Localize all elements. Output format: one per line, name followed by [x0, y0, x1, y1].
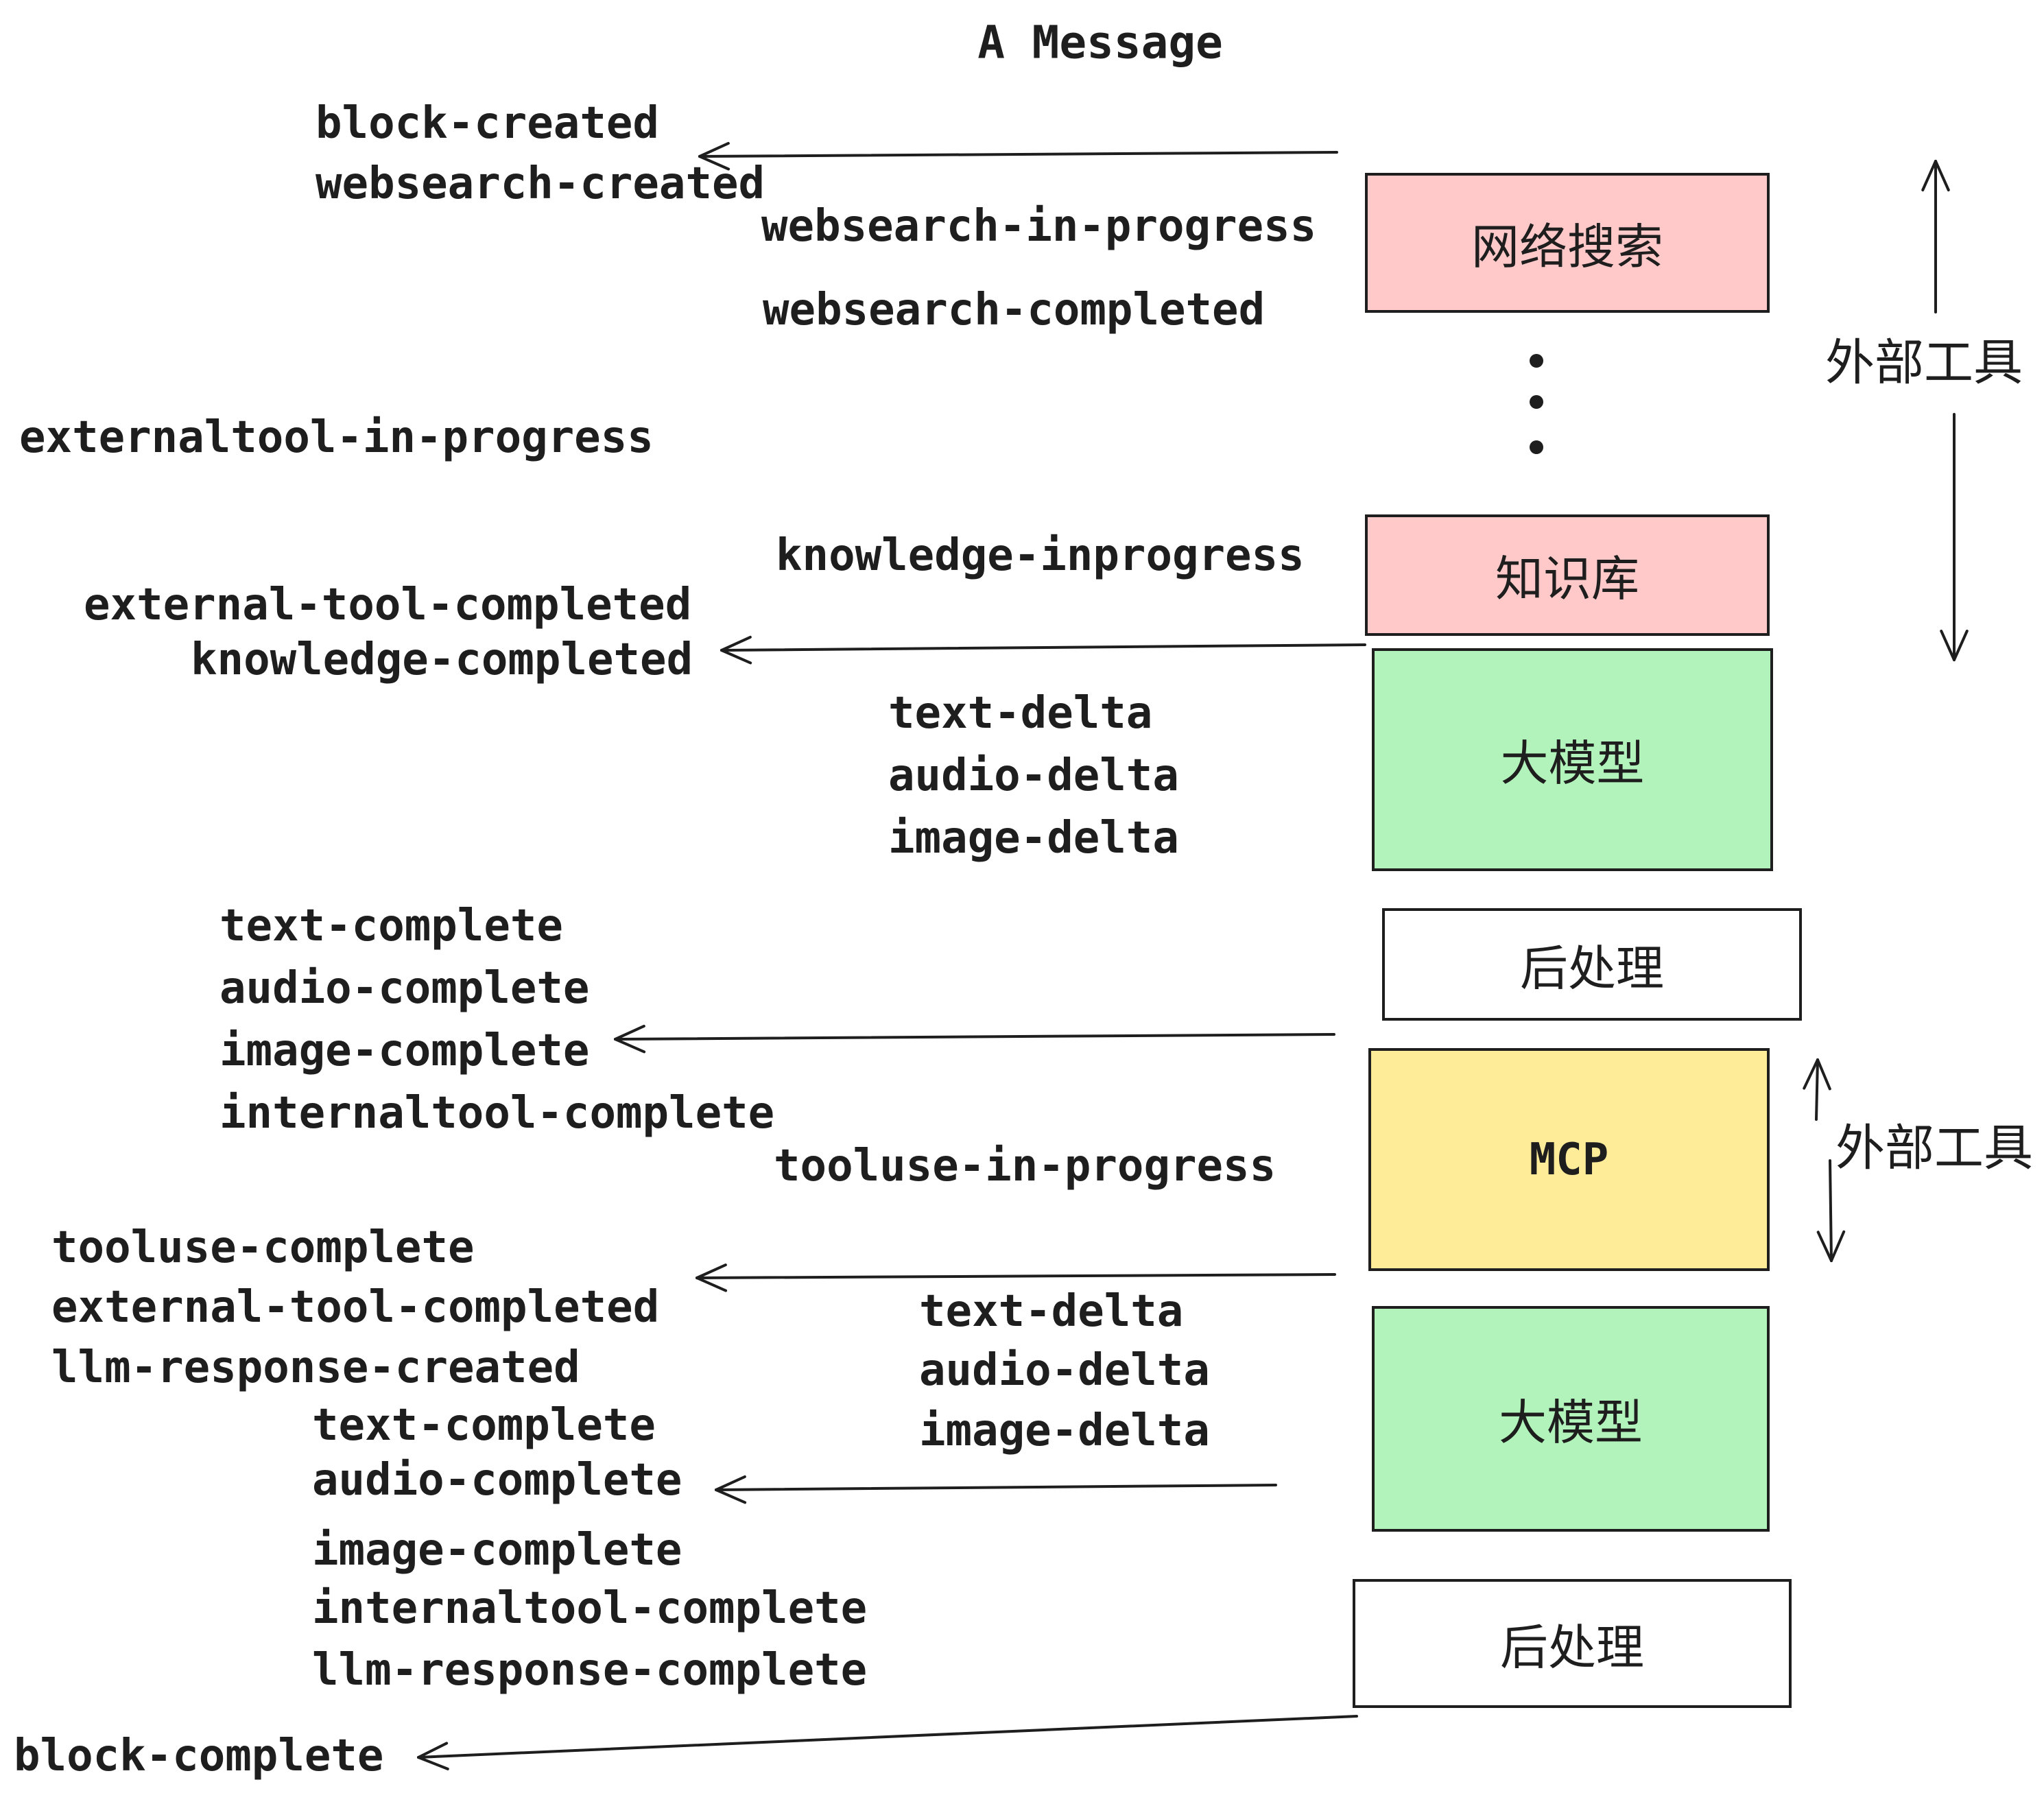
box-postprocess-1: 后处理: [1382, 908, 1802, 1021]
ellipsis-dot-1: [1530, 354, 1543, 368]
event-text-complete: text-complete: [312, 1400, 656, 1451]
event-image-delta: image-delta: [919, 1405, 1210, 1456]
arrow-knowledge-completed: [720, 635, 1366, 665]
event-block-created: block-created: [316, 98, 659, 149]
event-image-delta: image-delta: [888, 813, 1179, 864]
ellipsis-dot-2: [1530, 395, 1543, 409]
arrow-tooluse-complete: [696, 1263, 1336, 1292]
diagram-title: A Message: [977, 16, 1223, 69]
event-websearch-created: websearch-created: [316, 158, 765, 209]
event-audio-complete: audio-complete: [312, 1455, 682, 1506]
event-text-delta: text-delta: [888, 688, 1153, 739]
box-label-knowledge: 知识库: [1495, 551, 1639, 607]
ellipsis-dot-3: [1530, 440, 1543, 454]
event-tooluse-in-progress: tooluse-in-progress: [774, 1141, 1276, 1191]
external-tools-2-up: [1803, 1058, 1831, 1121]
box-label-llm-2: 大模型: [1499, 1394, 1643, 1451]
box-label-websearch: 网络搜索: [1471, 218, 1663, 275]
arrow-block-websearch-created: [698, 141, 1338, 171]
event-text-delta: text-delta: [919, 1286, 1184, 1337]
event-websearch-completed: websearch-completed: [763, 285, 1265, 335]
event-websearch-in-progress: websearch-in-progress: [761, 201, 1317, 252]
box-label-postprocess-2: 后处理: [1500, 1619, 1644, 1676]
event-audio-delta: audio-delta: [888, 750, 1179, 801]
event-knowledge-inprogress: knowledge-inprogress: [776, 530, 1305, 581]
event-externaltool-in-progress: externaltool-in-progress: [19, 412, 654, 463]
event-text-complete: text-complete: [219, 901, 563, 951]
external-tools-1-down: [1940, 413, 1969, 661]
box-llm-1: 大模型: [1372, 648, 1773, 871]
box-label-postprocess-1: 后处理: [1520, 940, 1664, 997]
side-label-external-tools-1: 外部工具: [1825, 333, 2023, 392]
box-llm-2: 大模型: [1372, 1306, 1770, 1532]
box-mcp: MCP: [1368, 1048, 1770, 1271]
event-external-tool-completed: external-tool-completed: [84, 580, 692, 630]
event-tooluse-complete: tooluse-complete: [51, 1222, 475, 1273]
event-audio-delta: audio-delta: [919, 1345, 1210, 1396]
box-postprocess-2: 后处理: [1353, 1579, 1792, 1708]
box-label-llm-1: 大模型: [1500, 735, 1645, 792]
event-internaltool-complete: internaltool-complete: [219, 1088, 775, 1139]
event-image-complete: image-complete: [219, 1025, 590, 1076]
external-tools-1-up: [1921, 160, 1950, 313]
external-tools-2-down: [1816, 1159, 1846, 1262]
box-websearch: 网络搜索: [1365, 173, 1770, 313]
side-label-external-tools-2: 外部工具: [1835, 1119, 2034, 1177]
event-audio-complete: audio-complete: [219, 963, 590, 1014]
arrow-llm2-complete: [715, 1475, 1277, 1504]
arrow-internal-complete: [614, 1024, 1335, 1054]
event-external-tool-completed: external-tool-completed: [51, 1282, 660, 1333]
arrow-block-complete: [417, 1715, 1358, 1770]
event-llm-response-created: llm-response-created: [51, 1342, 580, 1393]
event-llm-response-complete: llm-response-complete: [312, 1645, 868, 1696]
box-label-mcp: MCP: [1529, 1134, 1609, 1185]
event-block-complete: block-complete: [14, 1731, 384, 1781]
event-internaltool-complete: internaltool-complete: [312, 1583, 868, 1634]
box-knowledge: 知识库: [1365, 514, 1770, 636]
event-knowledge-completed: knowledge-completed: [191, 634, 693, 685]
event-image-complete: image-complete: [312, 1525, 682, 1576]
